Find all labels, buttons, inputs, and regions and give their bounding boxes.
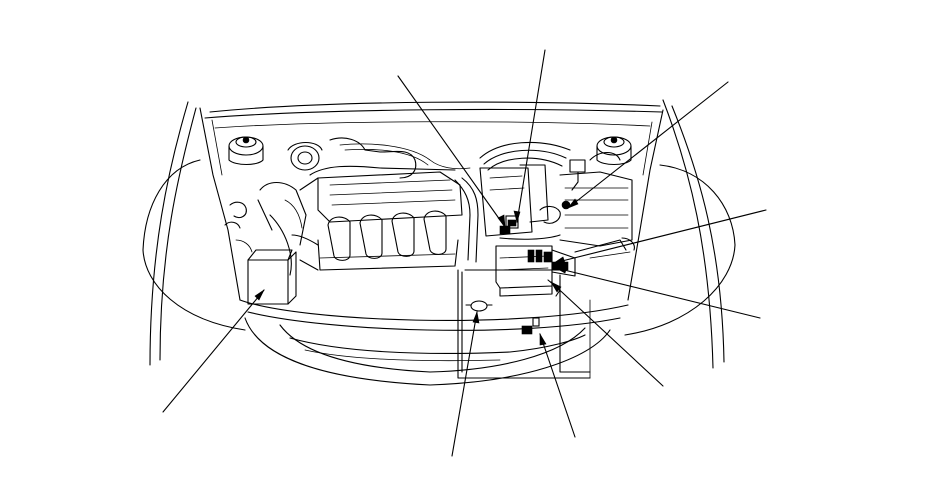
engine-valve-cover [299,165,463,223]
center-components [479,164,576,297]
callout-2 [513,49,546,224]
right-fender [624,99,736,369]
wire-harness [339,141,571,263]
callout-9 [162,289,265,413]
callout-3 [567,81,729,209]
left-strut-tower [228,136,264,166]
front-bumper [239,299,629,386]
callout-4 [553,209,767,264]
callout-7 [539,332,576,438]
callout-5 [555,266,761,319]
right-components [559,151,635,259]
left-fender [142,101,246,366]
intake-manifold [291,210,459,271]
callout-6 [550,281,664,387]
front-connector [521,317,540,335]
right-strut-tower [596,136,632,166]
callout-leader-lines [162,49,767,457]
callout-8 [451,310,480,457]
front-sensor [465,300,493,312]
left-components [224,137,417,305]
radiator-support [457,269,591,379]
callout-1 [397,75,506,228]
